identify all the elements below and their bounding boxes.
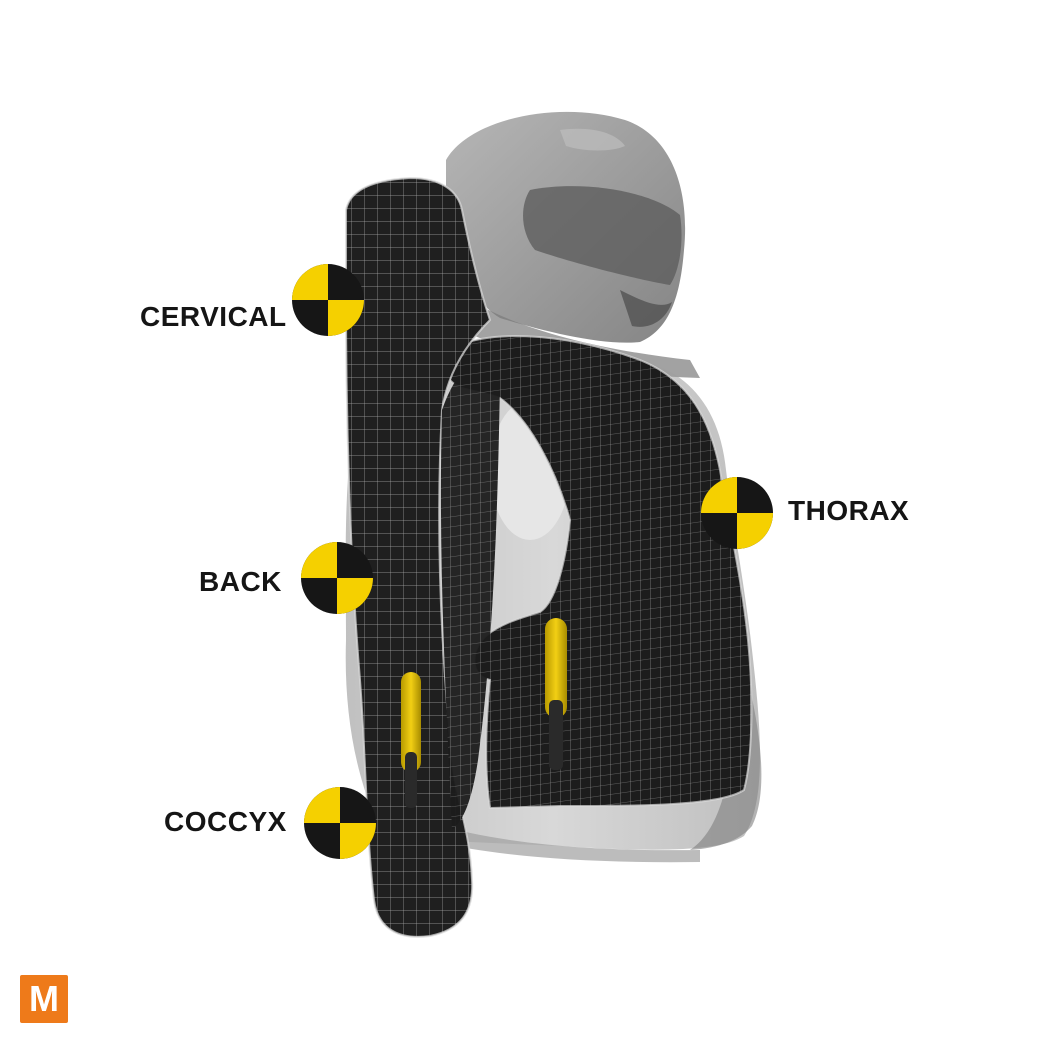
target-back xyxy=(301,542,373,614)
gas-canister-front xyxy=(545,618,567,718)
target-cervical xyxy=(292,264,364,336)
helmet xyxy=(446,111,700,378)
target-coccyx xyxy=(304,787,376,859)
label-cervical: CERVICAL xyxy=(140,301,287,332)
label-back: BACK xyxy=(199,566,282,597)
vest-front-mesh xyxy=(449,335,753,810)
brand-logo: M xyxy=(20,975,68,1023)
target-thorax xyxy=(701,477,773,549)
gas-canister-back xyxy=(401,672,421,772)
vest-back-mesh xyxy=(345,176,500,938)
label-coccyx: COCCYX xyxy=(164,806,287,837)
label-thorax: THORAX xyxy=(788,495,910,526)
